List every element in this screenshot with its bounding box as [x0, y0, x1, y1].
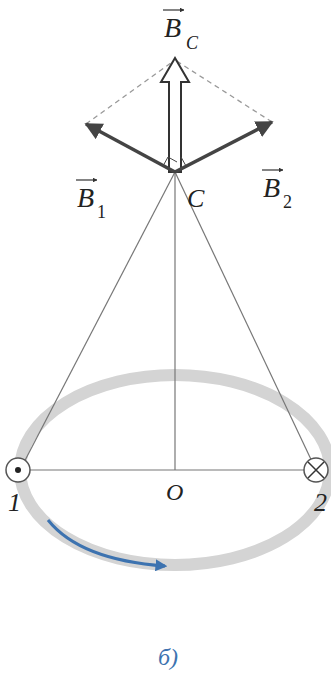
vector-name: B [77, 184, 94, 212]
radius-line [20, 172, 175, 470]
current-out-symbol [6, 458, 30, 482]
vector-sign [163, 9, 184, 10]
vector-subscript: C [186, 34, 198, 52]
current-in-cross [308, 462, 324, 478]
axis-line [174, 172, 175, 470]
right-angle-mark [163, 157, 177, 166]
current-in-symbol [304, 458, 328, 482]
center-label: O [166, 480, 183, 504]
vector-subscript: 2 [283, 193, 292, 211]
current-direction-arrow [48, 520, 165, 566]
point-label: C [187, 186, 204, 212]
conductor-number: 1 [8, 490, 21, 516]
resultant-vector [161, 58, 189, 172]
panel-label: б) [158, 645, 178, 669]
vector-sign [76, 179, 97, 180]
field-vector [86, 124, 175, 172]
vector-name: B [263, 174, 280, 202]
dashed-line [86, 60, 175, 124]
vector-sign [262, 169, 283, 170]
vector-name: B [164, 14, 181, 42]
radius-line [175, 172, 316, 470]
conductor-number: 2 [314, 490, 327, 516]
vector-subscript: 1 [97, 203, 106, 221]
field-vector [175, 122, 272, 172]
current-out-dot [15, 467, 21, 473]
diameter-line [20, 469, 316, 470]
dashed-line [175, 60, 272, 122]
right-angle-mark [181, 157, 186, 166]
